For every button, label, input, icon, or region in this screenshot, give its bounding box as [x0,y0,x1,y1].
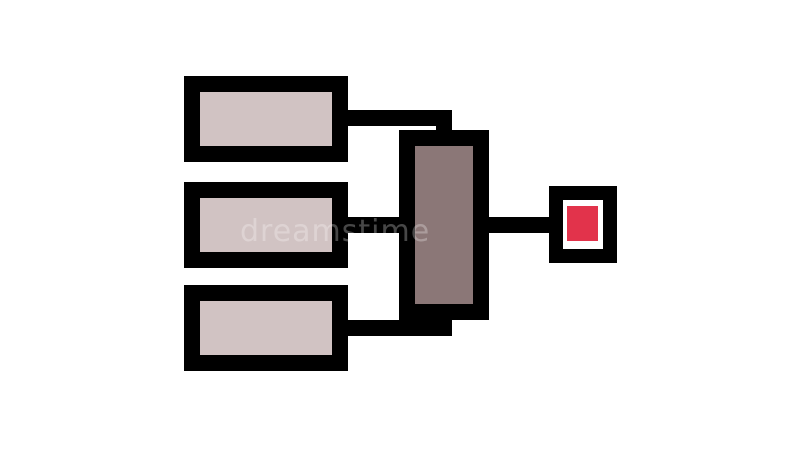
input-block-2 [184,182,348,268]
output-block [549,186,617,263]
input-block-3 [184,285,348,371]
input-blocks [184,76,348,371]
input-block-1 [184,76,348,162]
output-indicator [567,206,598,241]
merge-block [399,130,489,320]
